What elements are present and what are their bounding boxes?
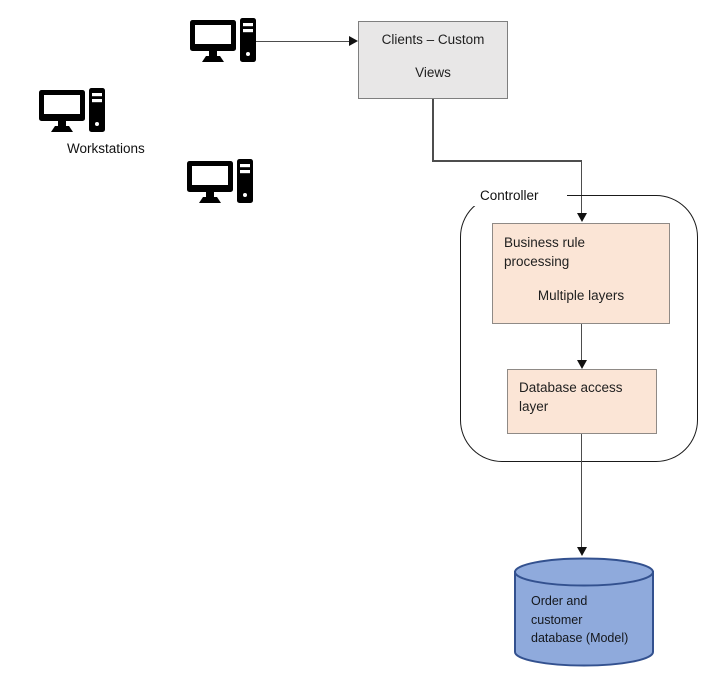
connector-into-business-rule [580,160,583,214]
arrowhead-right-icon [349,35,358,46]
controller-label: Controller [470,185,567,206]
workstation-icon [189,18,257,69]
clients-box-line2: Views [415,65,451,80]
connector-workstation-to-clients [256,40,349,42]
connector-br-to-da [580,324,583,361]
workstations-label: Workstations [67,141,145,156]
connector-clients-down [432,99,434,161]
business-rule-line1: Business rule [504,235,586,250]
database-label-line2: customer [531,612,583,627]
workstation-icon [186,159,254,210]
database-cylinder-icon [513,556,655,673]
database-label-line1: Order and [531,594,588,608]
controller-container [460,195,698,462]
connector-clients-horizontal [432,160,583,162]
arrowhead-down-icon [576,547,587,556]
clients-box-line1: Clients – Custom [381,32,485,47]
database-access-line2: layer [519,399,549,414]
clients-box: Clients – Custom Views [358,21,508,99]
arrowhead-down-icon [576,213,587,222]
workstation-icon [38,88,106,139]
arrowhead-down-icon [576,360,587,369]
business-rule-box: Business rule processing Multiple layers [492,223,670,324]
database-label-line3: database (Model) [531,631,629,645]
connector-da-to-database [580,434,583,548]
database-cylinder-label: Order and customer database (Model) [531,592,651,648]
multiple-layers-label: Multiple layers [537,288,625,303]
business-rule-line2: processing [504,254,570,269]
database-access-box: Database access layer [507,369,657,434]
database-access-line1: Database access [519,380,623,395]
